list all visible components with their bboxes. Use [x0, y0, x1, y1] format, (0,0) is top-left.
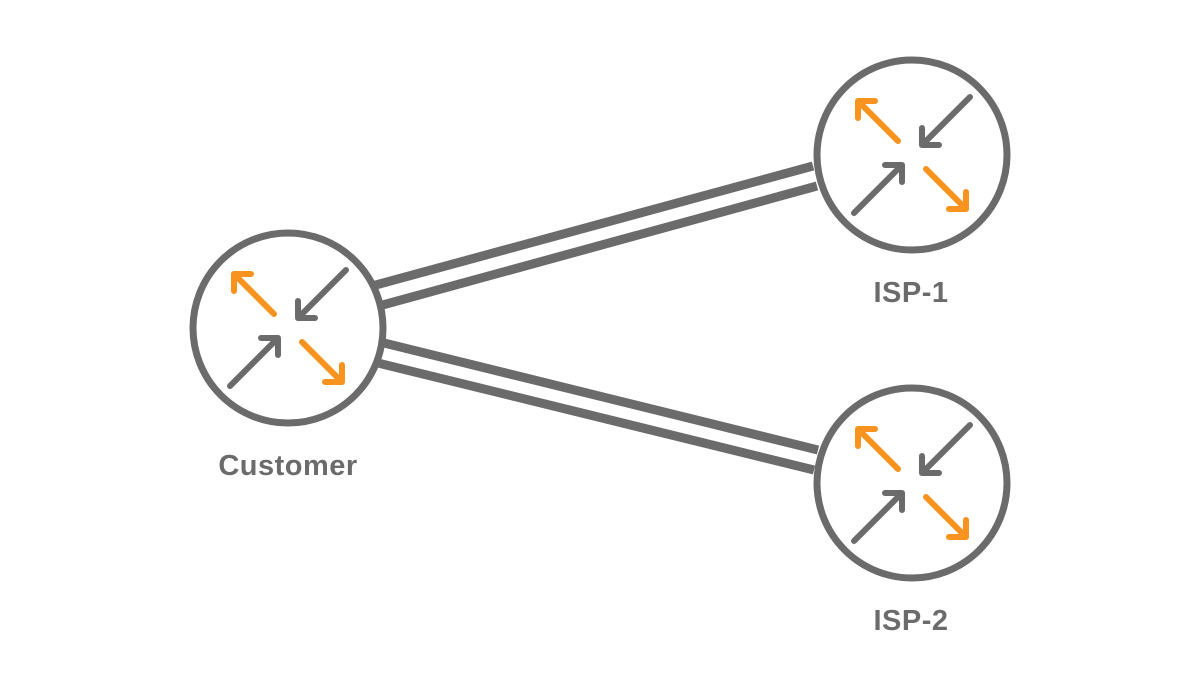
- arrow-out-up-left: [857, 100, 901, 144]
- arrowhead-down-right: [946, 517, 969, 540]
- isp1-label: ISP-1: [873, 277, 949, 309]
- isp1-router-icon: [813, 56, 1011, 254]
- router-circle: [813, 384, 1011, 582]
- arrow-in-bottom-left: [851, 164, 903, 216]
- arrow-out-up-left: [233, 273, 277, 317]
- link-customer-isp1: [370, 161, 819, 311]
- link-customer-isp2: [372, 337, 820, 475]
- arrowhead-down-right: [322, 362, 345, 385]
- router-circle: [813, 56, 1011, 254]
- arrowhead-in-bottom-left: [258, 335, 281, 358]
- arrow-out-down-right: [299, 339, 343, 383]
- arrowhead-in-top-right: [919, 125, 942, 148]
- arrowhead-in-bottom-left: [882, 490, 905, 513]
- arrow-in-top-right: [921, 422, 973, 474]
- customer-router-icon: [189, 229, 387, 427]
- isp2-router-icon: [813, 384, 1011, 582]
- arrowhead-up-left: [231, 271, 254, 294]
- arrowhead-in-top-right: [919, 453, 942, 476]
- arrow-in-bottom-left: [851, 492, 903, 544]
- arrow-in-top-right: [297, 267, 349, 319]
- arrowhead-in-bottom-left: [882, 162, 905, 185]
- arrow-in-top-right: [921, 94, 973, 146]
- arrowhead-up-left: [855, 426, 878, 449]
- customer-label: Customer: [218, 450, 358, 482]
- arrowhead-up-left: [855, 98, 878, 121]
- arrowhead-down-right: [946, 189, 969, 212]
- arrow-out-up-left: [857, 428, 901, 472]
- isp2-label: ISP-2: [873, 605, 949, 637]
- router-circle: [189, 229, 387, 427]
- arrow-out-down-right: [923, 166, 967, 210]
- arrowhead-in-top-right: [295, 298, 318, 321]
- arrow-out-down-right: [923, 494, 967, 538]
- arrow-in-bottom-left: [227, 337, 279, 389]
